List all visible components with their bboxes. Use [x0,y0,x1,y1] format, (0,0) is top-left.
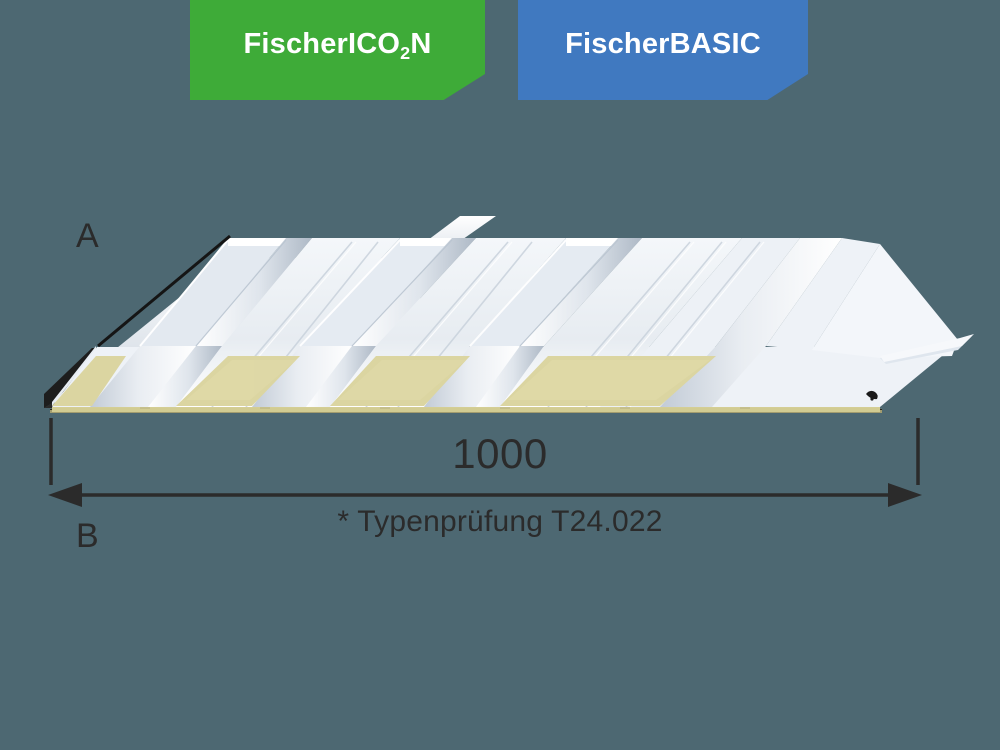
dimension-value: 1000 [452,430,548,477]
tab-fischer-ico2n[interactable]: FischerICO2N [190,0,485,100]
tab-label-ico2n: FischerICO2N [243,27,432,63]
core-visible-wedges-lit [186,360,710,400]
outer-profiled-sheet [44,216,974,408]
tab-label-basic: FischerBASIC [565,27,761,60]
tab-fischer-basic[interactable]: FischerBASIC [518,0,808,100]
label-face-a: A [76,217,99,255]
core-front-face [52,407,880,412]
footnote-text: * Typenprüfung T24.022 [337,505,663,538]
subscript-2: 2 [400,42,411,63]
profile-strips [52,346,96,406]
label-face-b: B [76,517,99,555]
dimension-arrow [48,483,922,507]
sandwich-panel-illustration [0,150,1000,470]
detail-mark [866,390,878,401]
product-tab-row: FischerICO2N FischerBASIC [0,0,1000,100]
